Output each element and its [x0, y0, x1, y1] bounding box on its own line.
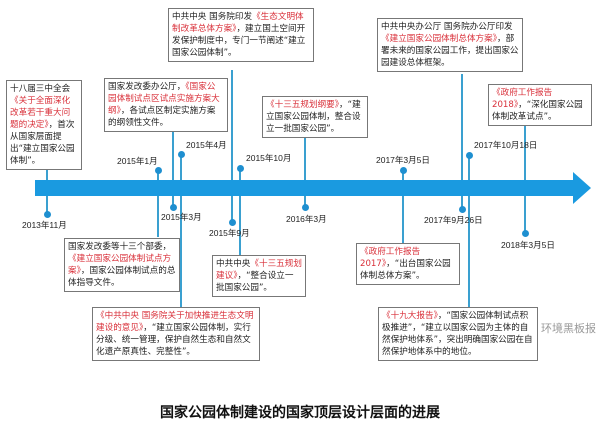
event-text: ，首次从国家层面提出“建立国家公园体制”。: [10, 120, 75, 166]
document-title-text: 《政府工作报告2017》: [360, 247, 421, 269]
document-title-text: 《关于全面深化改革若干重大问题的决定》: [10, 96, 71, 130]
date-label: 2017年9月26日: [424, 215, 483, 225]
date-label: 2016年3月: [286, 214, 327, 224]
event-box-2015-9: 中共中央 国务院印发《生态文明体制改革总体方案》，建立国土空间开发保护制度中，专…: [168, 8, 314, 62]
event-box-2017-10-18: 《十九大报告》，“国家公园体制试点积极推进”，“建立以国家公园为主体的自然保护地…: [378, 307, 538, 361]
document-title-text: 《中共中央 国务院关于加快推进生态文明建设的意见》: [96, 311, 254, 333]
event-text: ，“出台国家公园体制总体方案”。: [360, 259, 451, 281]
date-label: 2015年10月: [246, 153, 292, 163]
connector: [172, 127, 174, 207]
timeline-dot: [466, 152, 473, 159]
timeline-dot: [155, 167, 162, 174]
connector: [461, 74, 463, 209]
timeline-dot: [522, 230, 529, 237]
event-text: 国家发改委办公厅，: [108, 82, 186, 92]
event-box-2018-3-5: 《政府工作报告2018》，“深化国家公园体制改革试点”。: [488, 84, 592, 126]
timeline-dot: [400, 167, 407, 174]
connector: [157, 170, 159, 237]
timeline-dot: [237, 165, 244, 172]
event-text: ，建立国土空间开发保护制度中，专门一节阐述“建立国家公园体制”。: [172, 24, 306, 58]
date-label: 2018年3月5日: [501, 240, 555, 250]
document-title-text: 《政府工作报告2018》: [492, 88, 553, 110]
document-title-text: 《生态文明体制改革总体方案》: [172, 12, 304, 34]
event-box-2015-4: 《中共中央 国务院关于加快推进生态文明建设的意见》，“建立国家公园体制，实行分级…: [92, 307, 260, 361]
timeline-arrowhead: [573, 172, 591, 204]
timeline-dot: [170, 204, 177, 211]
date-label: 2017年10月18日: [474, 140, 538, 150]
event-box-2017-3-5: 《政府工作报告2017》，“出台国家公园体制总体方案”。: [356, 243, 460, 285]
document-title-text: 《十三五规划建议》: [216, 259, 302, 281]
event-box-2017-9-26: 中共中央办公厅 国务院办公厅印发《建立国家公园体制总体方案》，部署未来的国家公园…: [377, 18, 523, 72]
event-box-2015-1: 国家发改委等十三个部委， 《建立国家公园体制试点方案》，国家公园体制试点的总体指导…: [64, 238, 180, 292]
document-title-text: 《建立国家公园体制总体方案》: [381, 34, 498, 44]
timeline-bar: [35, 180, 575, 196]
event-text: ，“国家公园体制试点积极推进”，“建立以国家公园为主体的自然保护地体系”，突出明…: [382, 311, 533, 357]
timeline-dot: [302, 204, 309, 211]
watermark: 环境黑板报: [541, 322, 596, 335]
document-title-text: 《建立国家公园体制试点方案》: [68, 254, 172, 276]
date-label: 2015年4月: [186, 140, 227, 150]
connector: [468, 154, 470, 307]
event-text: ，“建立国家公园体制，实行分级、统一管理，保护自然生态和自然文化遗产原真性、完整…: [96, 323, 251, 357]
event-text: 国家发改委等十三个部委，: [68, 242, 172, 252]
date-label: 2017年3月5日: [376, 155, 430, 165]
figure-caption: 国家公园体制建设的国家顶层设计层面的进展: [160, 405, 440, 421]
event-text: ，“深化国家公园体制改革试点”。: [492, 100, 583, 122]
event-text: ，国家公园体制试点的总体指导文件。: [68, 266, 176, 288]
event-text: ，“整合设立一批国家公园”。: [216, 271, 294, 293]
event-text: ，部署未来的国家公园工作，提出国家公园建设总体框架。: [381, 34, 519, 68]
date-label: 2015年1月: [117, 156, 158, 166]
document-title-text: 《十九大报告》: [382, 311, 438, 321]
connector: [402, 170, 404, 243]
date-label: 2015年3月: [161, 212, 202, 222]
timeline-dot: [178, 151, 185, 158]
connector: [239, 167, 241, 255]
event-box-2015-3: 国家发改委办公厅，《国家公园体制试点区试点实施方案大纲》，各试点区制定实施方案的…: [104, 78, 228, 132]
event-text: ，各试点区制定实施方案的纲领性文件。: [108, 106, 216, 128]
date-label: 2013年11月: [22, 220, 67, 230]
event-box-2016-3: 《十三五规划纲要》，“建立国家公园体制，整合设立一批国家公园”。: [262, 96, 368, 138]
date-label: 2015年9月: [209, 228, 250, 238]
timeline-dot: [229, 219, 236, 226]
event-text: 中共中央办公厅 国务院办公厅印发: [381, 22, 513, 32]
event-box-2013-11: 十八届三中全会《关于全面深化改革若干重大问题的决定》，首次从国家层面提出“建立国…: [6, 80, 82, 170]
event-text: ，“建立国家公园体制，整合设立一批国家公园”。: [266, 100, 361, 134]
document-title-text: 《十三五规划纲要》: [266, 100, 340, 110]
connector: [524, 122, 526, 234]
event-text: 中共中央: [216, 259, 251, 269]
event-text: 十八届三中全会: [10, 84, 71, 94]
timeline-dot: [459, 206, 466, 213]
document-title-text: 《国家公园体制试点区试点实施方案大纲》: [108, 82, 220, 116]
connector: [304, 138, 306, 207]
timeline-dot: [44, 211, 51, 218]
event-text: 中共中央 国务院印发: [172, 12, 253, 22]
event-box-2015-10: 中共中央《十三五规划建议》，“整合设立一批国家公园”。: [212, 255, 306, 297]
connector: [180, 153, 182, 307]
connector: [231, 70, 233, 223]
